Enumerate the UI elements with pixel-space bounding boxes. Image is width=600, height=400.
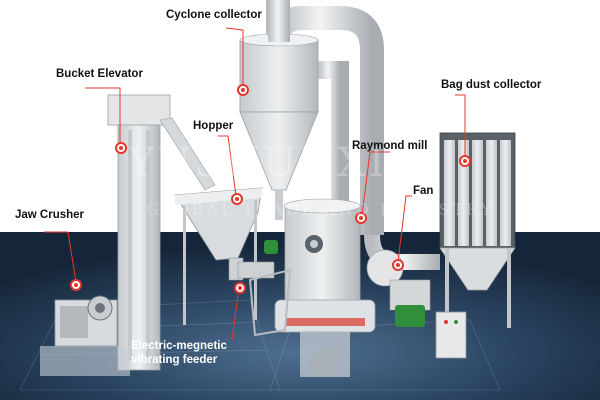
label-bag-dust-collector: Bag dust collector (441, 79, 542, 91)
hopper (174, 187, 263, 325)
label-feeder-line2: vibrating feeder (131, 354, 218, 366)
callout-fan (392, 195, 412, 271)
control-cabinet (435, 311, 467, 359)
callout-raymond-mill (355, 151, 390, 224)
label-bucket-elevator: Bucket Elevator (56, 68, 143, 80)
callout-hopper (218, 135, 243, 205)
bag-dust-collector (410, 132, 516, 328)
label-fan: Fan (413, 185, 434, 197)
watermark-tagline: GLOBAL TRADE AND INDUSTRY (146, 200, 495, 219)
cyclone-collector (239, 0, 384, 235)
label-feeder-line1: Electric-megnetic (131, 340, 227, 352)
label-hopper: Hopper (193, 120, 234, 132)
callout-bucket-elevator (85, 87, 127, 154)
watermark-brand: YUSHUNXIN (128, 140, 426, 186)
callout-bag-dust-collector (455, 94, 471, 167)
electromagnetic-vibrating-feeder (237, 240, 292, 337)
callout-jaw-crusher (44, 231, 82, 291)
callout-cyclone-collector (225, 27, 249, 96)
label-cyclone-collector: Cyclone collector (166, 9, 262, 21)
callout-feeder (231, 282, 246, 341)
fan (364, 234, 440, 327)
jaw-crusher (40, 295, 130, 376)
label-jaw-crusher: Jaw Crusher (15, 209, 85, 221)
raymond-mill (274, 198, 376, 377)
label-raymond-mill: Raymond mill (352, 140, 428, 152)
